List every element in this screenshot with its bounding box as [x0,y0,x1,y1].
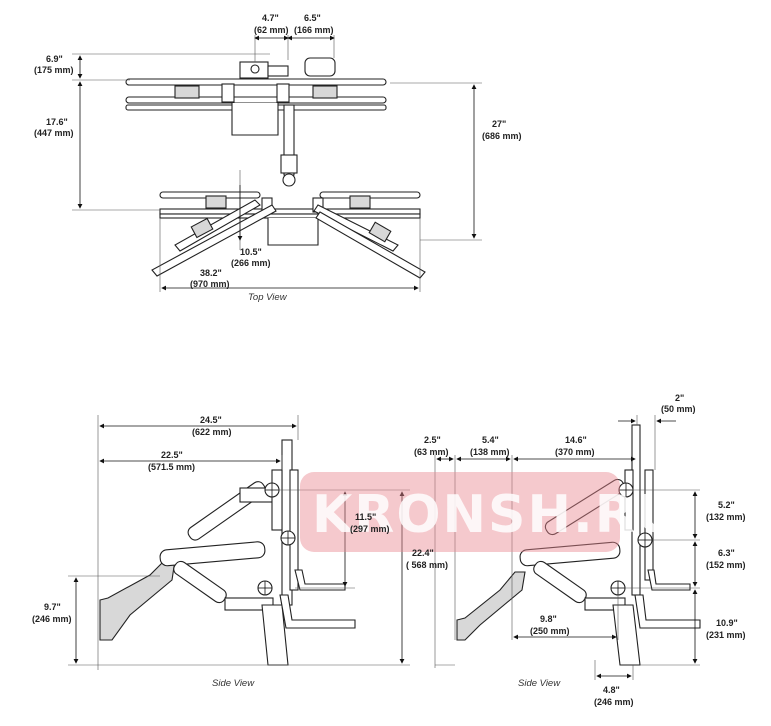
top-dim-2-in: 6.5" [304,13,321,23]
top-view-dimensions [72,35,482,292]
caption-side-view-left: Side View [212,678,255,689]
top-dim-3-in: 6.9" [46,54,63,64]
right-dim-9-in: 4.8" [603,685,620,695]
right-dim-2-in: 2.5" [424,435,441,445]
right-dim-4-mm: (370 mm) [555,447,595,457]
right-dim-6-mm: (152 mm) [706,560,746,570]
right-dim-8-mm: (231 mm) [706,630,746,640]
top-dim-5-in: 27" [492,119,506,129]
top-dim-3-mm: (175 mm) [34,65,74,75]
top-dim-2-mm: (166 mm) [294,25,334,35]
caption-side-view-right: Side View [518,678,561,689]
side-view-left-drawing [99,439,356,666]
right-dim-6-in: 6.3" [718,548,735,558]
top-dim-1-in: 4.7" [262,13,279,23]
left-dim-5-mm: (246 mm) [32,614,72,624]
top-dim-7-in: 38.2" [200,268,222,278]
right-dim-7-in: 9.8" [540,614,557,624]
side-view-left-dimensions [68,415,410,670]
top-view-drawing [125,57,426,279]
right-dim-3-mm: (138 mm) [470,447,510,457]
right-dim-8-in: 10.9" [716,618,738,628]
left-dim-3-mm: (297 mm) [350,524,390,534]
top-dim-5-mm: (686 mm) [482,131,522,141]
left-dim-2-mm: (571.5 mm) [148,462,195,472]
right-dim-3-in: 5.4" [482,435,499,445]
left-dim-1-in: 24.5" [200,415,222,425]
left-dim-2-in: 22.5" [161,450,183,460]
right-dim-7-mm: (250 mm) [530,626,570,636]
right-dim-9-mm: (246 mm) [594,697,634,707]
right-dim-2-mm: (63 mm) [414,447,449,457]
right-dim-5-in: 5.2" [718,500,735,510]
top-dim-7-mm: (970 mm) [190,279,230,289]
caption-top-view: Top View [248,292,288,303]
right-dim-1-mm: (50 mm) [661,404,696,414]
watermark-text: KRONSH.RU [312,485,681,545]
right-dim-4-in: 14.6" [565,435,587,445]
side-view-right-dimensions [434,415,700,680]
left-dim-4-in: 22.4" [412,548,434,558]
right-dim-5-mm: (132 mm) [706,512,746,522]
top-dim-4-mm: (447 mm) [34,128,74,138]
left-dim-5-in: 9.7" [44,602,61,612]
left-dim-4-mm: ( 568 mm) [406,560,448,570]
left-dim-1-mm: (622 mm) [192,427,232,437]
top-dim-6-in: 10.5" [240,247,262,257]
right-dim-1-in: 2" [675,393,684,403]
left-dim-3-in: 11.5" [355,512,376,522]
top-dim-1-mm: (62 mm) [254,25,289,35]
top-dim-6-mm: (266 mm) [231,258,271,268]
top-dim-4-in: 17.6" [46,117,68,127]
watermark-band [300,472,620,552]
